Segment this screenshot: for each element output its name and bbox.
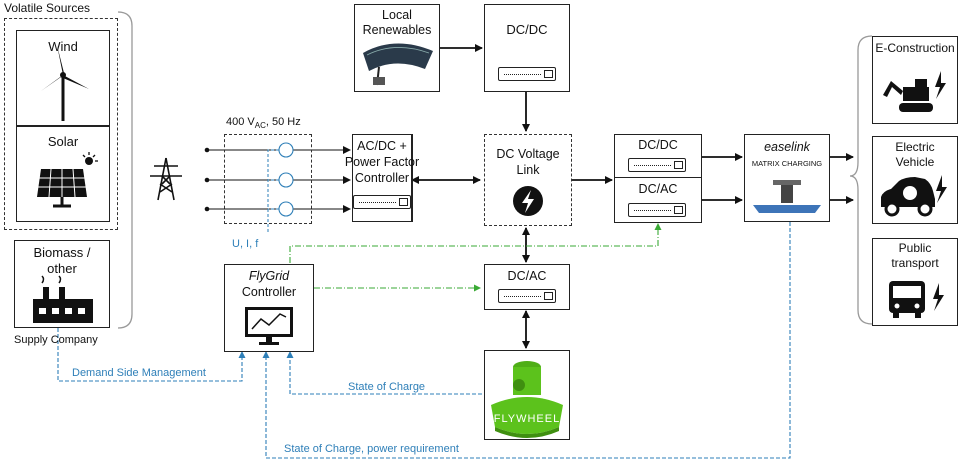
flywheel-label: FLYWHEEL (493, 413, 561, 425)
wind-label: Wind (48, 39, 78, 54)
flywheel-icon (491, 361, 563, 438)
public-transport-label-2: transport (891, 256, 939, 270)
dcdc-top-block: DC/DC (484, 4, 570, 92)
state-of-charge-label: State of Charge (348, 381, 426, 393)
grid-voltage-label: 400 VAC, 50 Hz (226, 116, 301, 130)
lightning-bolt-icon (513, 186, 543, 216)
ev-label-2: Vehicle (895, 155, 935, 169)
charging-pad-icon (753, 180, 821, 213)
electric-car-icon (881, 175, 947, 217)
soc-power-requirement-label: State of Charge, power requirement (284, 443, 459, 455)
acdc-label-3: Controller (354, 171, 410, 185)
biomass-label-1: Biomass / (33, 245, 91, 260)
wind-turbine-icon (41, 45, 89, 121)
bus-icon (889, 281, 944, 318)
consumers-bracket (849, 35, 873, 325)
local-renewables-block: Local Renewables (354, 4, 440, 92)
volatile-sources-title: Volatile Sources (4, 1, 91, 15)
biomass-label-2: other (47, 261, 77, 276)
demand-side-management-label: Demand Side Management (72, 367, 206, 379)
sources-bracket (117, 11, 133, 329)
flywheel-block: FLYWHEEL (484, 350, 570, 440)
acdc-label-2: Power Factor (344, 155, 420, 169)
solar-source: Solar (16, 126, 110, 222)
factory-icon (33, 275, 93, 323)
dc-link-label-2: Link (516, 163, 540, 177)
e-construction-label: E-Construction (875, 41, 955, 55)
acdc-label-1: AC/DC + (357, 139, 407, 153)
local-renewables-label-1: Local (382, 8, 412, 22)
biomass-source: Biomass / other (14, 240, 110, 328)
easelink-block: easelink MATRIX CHARGING (744, 134, 830, 222)
solar-label: Solar (47, 134, 79, 149)
grid-voltage-sub: AC (254, 121, 266, 131)
acdc-device-icon (353, 195, 411, 209)
matrix-charging-label: MATRIX CHARGING (751, 159, 823, 168)
flygrid-controller-block: FlyGrid Controller (224, 264, 314, 352)
dcac-right-label: DC/AC (638, 182, 678, 196)
public-transport-block: Public transport (872, 238, 958, 326)
electric-vehicle-block: Electric Vehicle (872, 136, 958, 224)
grid-measurement-box (224, 134, 312, 224)
ev-label-1: Electric (895, 140, 935, 154)
dcac-bottom-block: DC/AC (484, 264, 570, 310)
dcdc-right-label: DC/DC (638, 138, 678, 152)
power-pylon-icon (150, 157, 182, 201)
dcac-right-block: DC/AC (614, 177, 702, 223)
local-renewables-label-2: Renewables (362, 23, 432, 37)
dcac-bottom-device-icon (498, 289, 556, 303)
public-transport-label-1: Public (898, 241, 932, 255)
e-construction-block: E-Construction (872, 36, 958, 124)
dcdc-right-device-icon (628, 158, 686, 172)
measurement-signal-label: U, I, f (232, 238, 259, 250)
dcac-right-device-icon (628, 203, 686, 217)
supply-company-label: Supply Company (14, 334, 98, 346)
flygrid-label-2: Controller (241, 285, 297, 299)
dcac-bottom-label: DC/AC (507, 269, 547, 283)
dc-voltage-link-block: DC Voltage Link (484, 134, 572, 226)
monitor-chart-icon (245, 307, 293, 345)
solar-panel-icon (37, 152, 98, 208)
dcdc-top-label: DC/DC (506, 22, 548, 37)
dcdc-right-block: DC/DC (614, 134, 702, 178)
dc-link-label-1: DC Voltage (496, 147, 560, 161)
dcdc-top-device-icon (498, 67, 556, 81)
easelink-label: easelink (764, 140, 810, 154)
flygrid-label-1: FlyGrid (248, 269, 290, 283)
wind-source: Wind (16, 30, 110, 126)
excavator-icon (883, 71, 946, 112)
grid-voltage-suffix: , 50 Hz (265, 116, 301, 128)
grid-voltage-prefix: 400 V (226, 116, 255, 128)
solar-carport-icon (363, 43, 433, 86)
